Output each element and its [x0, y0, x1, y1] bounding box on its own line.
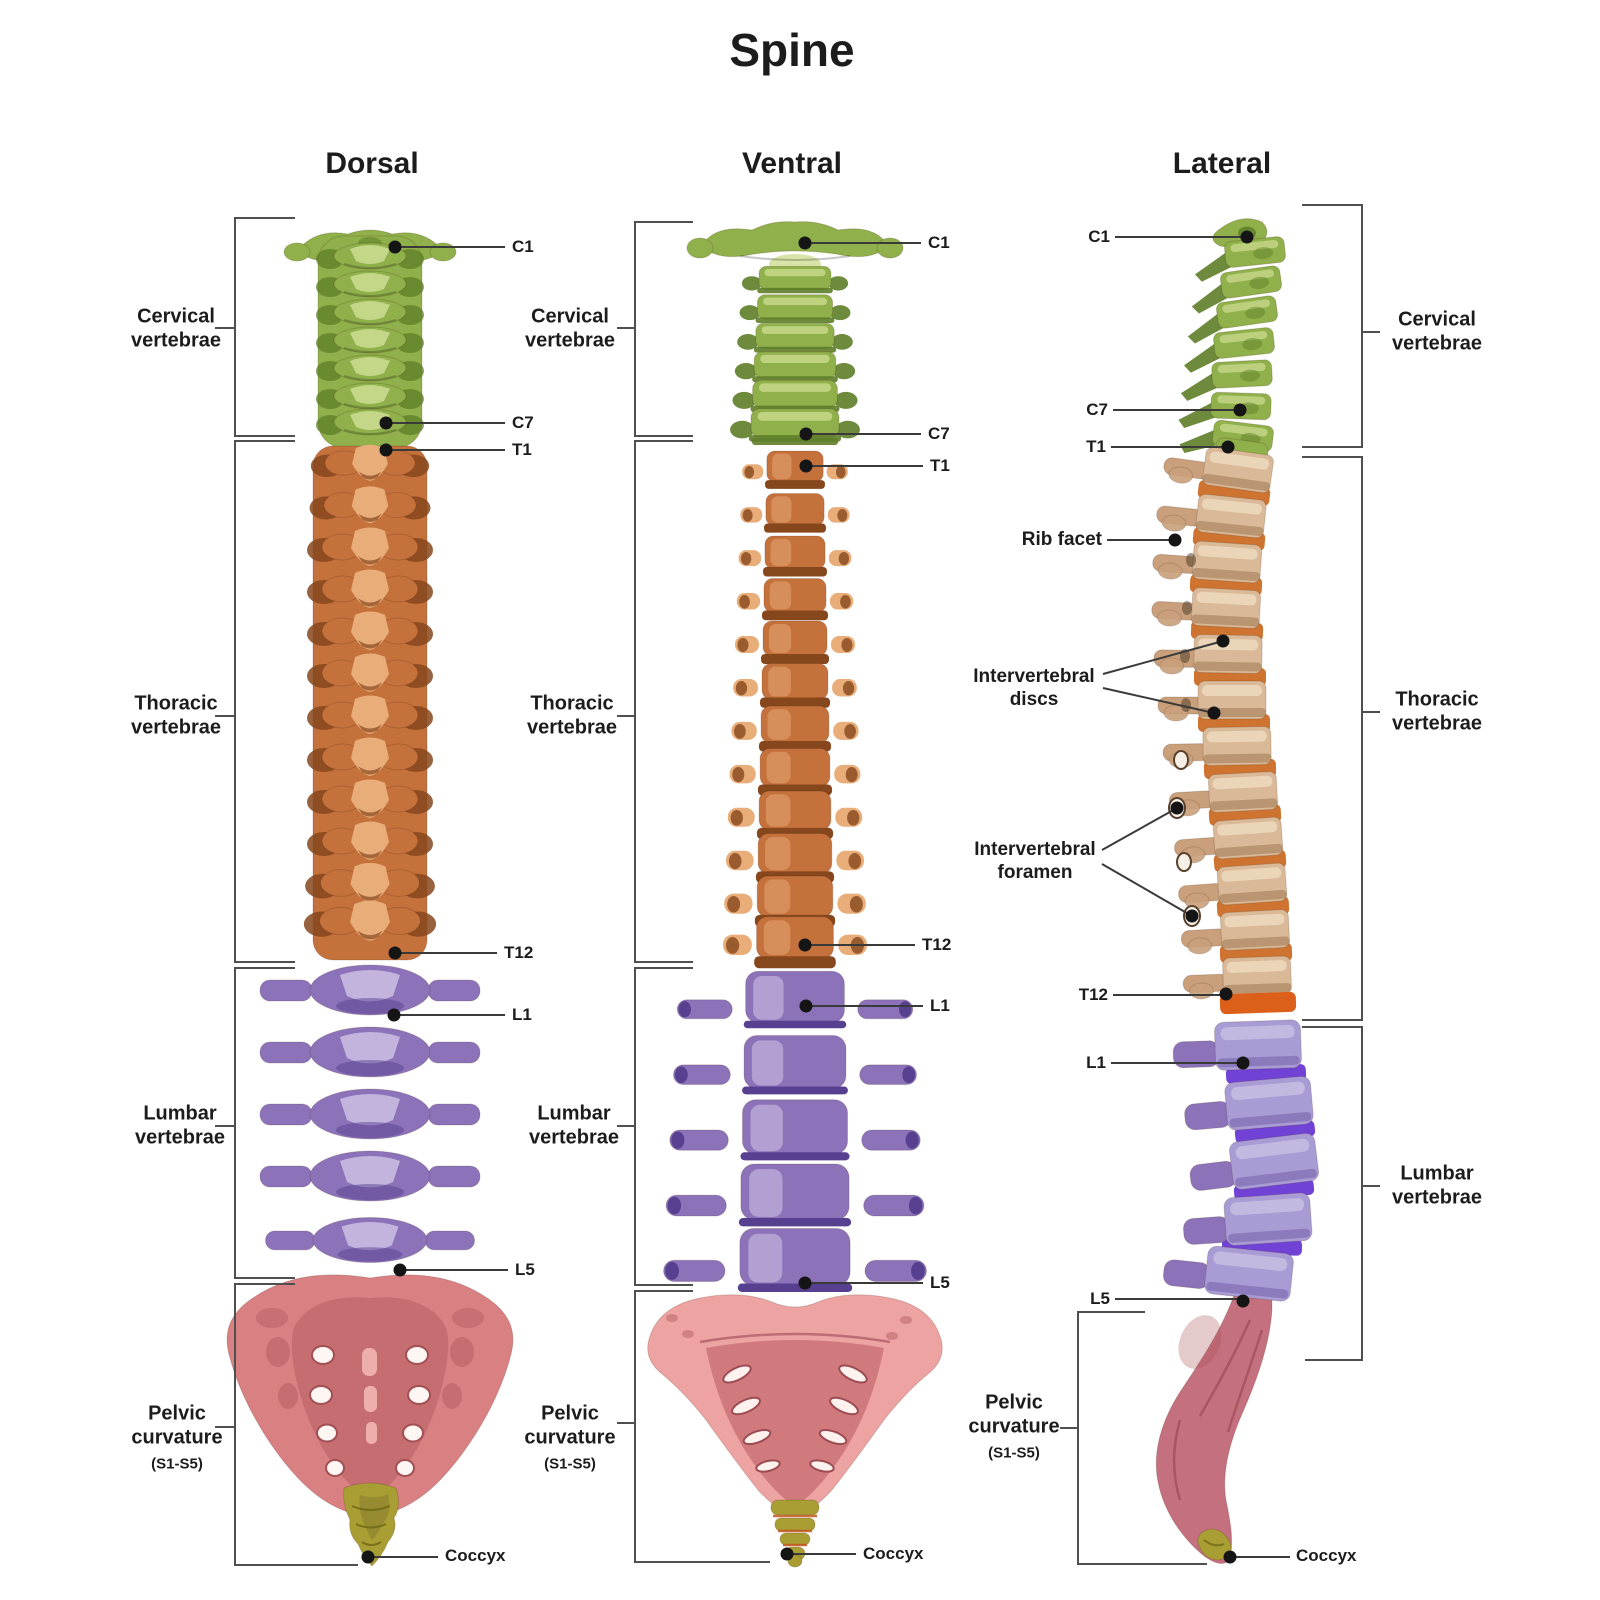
lateral-callout-rib-facet: Rib facet: [1021, 529, 1102, 550]
ventral-callout-c1: C1: [928, 233, 950, 252]
dorsal-region-thoracic-label: Thoracic vertebrae: [130, 692, 222, 739]
dorsal-callout-l5: L5: [515, 1260, 535, 1279]
dorsal-region-lumbar-label: Lumbar vertebrae: [134, 1102, 226, 1149]
dorsal-callout-c1: C1: [512, 237, 534, 256]
lateral-view-header: Lateral: [1172, 147, 1272, 180]
ventral-callout-l5: L5: [930, 1273, 950, 1292]
lateral-callout-l5: L5: [1090, 1289, 1110, 1308]
dorsal-callout-t1: T1: [512, 440, 532, 459]
ventral-callout-l1: L1: [930, 996, 950, 1015]
lateral-region-lumbar-label: Lumbar vertebrae: [1391, 1162, 1483, 1209]
dorsal-region-pelvic-sub: (S1-S5): [151, 1455, 203, 1473]
dorsal-callout-l1: L1: [512, 1005, 532, 1024]
ventral-spine-art: [647, 221, 943, 1568]
lateral-region-pelvic-text: Pelvic curvature: [968, 1391, 1060, 1438]
lateral-callout-intervertebral-foramen: Intervertebral foramen: [974, 838, 1096, 883]
dorsal-callout-coccyx: Coccyx: [445, 1546, 506, 1565]
ventral-callout-coccyx: Coccyx: [863, 1544, 924, 1563]
lateral-region-pelvic-label: Pelvic curvature (S1-S5): [955, 1390, 1073, 1463]
lateral-callout-t12: T12: [1078, 985, 1108, 1004]
ventral-callout-t1: T1: [930, 456, 950, 475]
dorsal-view-header: Dorsal: [325, 147, 419, 180]
lateral-callout-coccyx: Coccyx: [1296, 1546, 1357, 1565]
dorsal-callout-t12: T12: [504, 943, 534, 962]
dorsal-callout-c7: C7: [512, 413, 534, 432]
dorsal-region-pelvic-label: Pelvic curvature (S1-S5): [118, 1401, 236, 1474]
ventral-region-pelvic-text: Pelvic curvature: [524, 1402, 616, 1449]
region-brackets: [215, 204, 1380, 1566]
lateral-spine-art: [1150, 218, 1321, 1564]
ventral-callout-t12: T12: [922, 935, 952, 954]
ventral-region-pelvic-sub: (S1-S5): [544, 1455, 596, 1473]
ventral-callout-c7: C7: [928, 424, 950, 443]
lateral-callout-intervertebral-discs: Intervertebral discs: [973, 665, 1095, 710]
ventral-region-thoracic-label: Thoracic vertebrae: [526, 692, 618, 739]
page-title: Spine: [729, 24, 855, 76]
dorsal-region-cervical-label: Cervical vertebrae: [130, 305, 222, 352]
ventral-view-header: Ventral: [741, 147, 843, 180]
dorsal-region-pelvic-text: Pelvic curvature: [131, 1402, 223, 1449]
ventral-region-pelvic-label: Pelvic curvature (S1-S5): [511, 1401, 629, 1474]
lateral-callout-c1: C1: [1088, 227, 1110, 246]
lateral-callout-l1: L1: [1086, 1053, 1106, 1072]
dorsal-spine-art: [226, 229, 514, 1567]
ventral-region-lumbar-label: Lumbar vertebrae: [528, 1102, 620, 1149]
lateral-callout-c7: C7: [1086, 400, 1108, 419]
lateral-region-thoracic-label: Thoracic vertebrae: [1391, 688, 1483, 735]
lateral-region-pelvic-sub: (S1-S5): [988, 1444, 1040, 1462]
callout-lines: [361, 230, 1290, 1564]
lateral-region-cervical-label: Cervical vertebrae: [1391, 308, 1483, 355]
lateral-callout-t1: T1: [1086, 437, 1106, 456]
ventral-region-cervical-label: Cervical vertebrae: [524, 305, 616, 352]
